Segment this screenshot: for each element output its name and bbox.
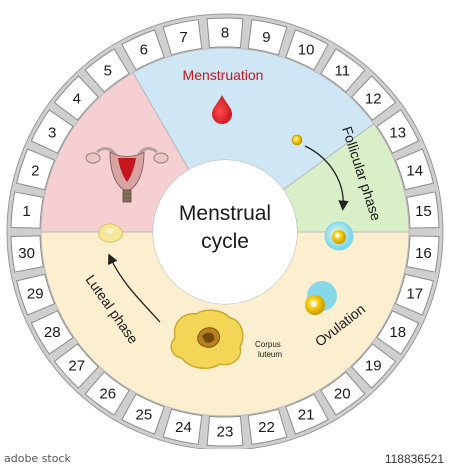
day-cell	[350, 343, 397, 389]
corpus-luteum-label-2: luteum	[258, 350, 282, 359]
day-number: 30	[18, 245, 35, 262]
day-number: 16	[415, 245, 432, 262]
day-cell	[53, 343, 100, 389]
day-cell	[406, 191, 440, 229]
day-number: 9	[262, 29, 270, 46]
day-cell	[394, 273, 434, 316]
day-cell	[376, 109, 420, 154]
egg-cell-icon	[305, 281, 337, 315]
day-cell	[320, 48, 366, 93]
day-cell	[394, 148, 434, 191]
arrow-icon	[304, 145, 349, 211]
day-number: 27	[68, 357, 85, 374]
corpus-luteum-label-1: Corpus	[255, 340, 281, 349]
day-cell	[10, 235, 44, 273]
day-cell	[16, 273, 56, 316]
day-cell	[30, 310, 74, 355]
day-cell	[406, 235, 440, 273]
day-number: 1	[22, 203, 30, 220]
day-number: 20	[334, 385, 351, 402]
day-cell	[350, 75, 397, 121]
day-number: 25	[136, 406, 153, 423]
day-cell	[247, 408, 288, 445]
day-number: 17	[406, 286, 423, 303]
day-cell	[162, 19, 203, 56]
uterus-icon	[85, 147, 169, 203]
day-number: 7	[179, 29, 187, 46]
day-number: 8	[221, 25, 229, 42]
day-number: 13	[389, 124, 406, 141]
day-cell	[285, 29, 329, 71]
watermark-id: 118836521	[384, 452, 444, 466]
title-line-2: cycle	[201, 230, 249, 253]
day-cell	[53, 75, 100, 121]
day-cell	[84, 371, 130, 416]
phase-sectors	[40, 47, 410, 417]
day-number: 22	[258, 419, 275, 436]
day-number: 3	[48, 124, 56, 141]
day-number: 4	[73, 91, 81, 108]
day-number: 11	[334, 63, 350, 80]
day-cell	[285, 393, 329, 435]
day-number: 14	[406, 162, 423, 179]
day-cell	[16, 148, 56, 191]
day-number: 2	[31, 162, 39, 179]
day-number: 28	[44, 324, 61, 341]
day-cell	[30, 109, 74, 154]
day-number: 26	[99, 385, 116, 402]
corpus-luteum-icon	[170, 309, 244, 369]
day-cell	[121, 393, 165, 435]
menstruation-label: Menstruation	[183, 67, 264, 83]
blood-drop-icon	[212, 95, 232, 124]
day-number: 6	[140, 42, 148, 59]
title-line-1: Menstrual	[179, 202, 271, 225]
day-number: 5	[104, 63, 112, 80]
day-number: 19	[365, 357, 382, 374]
ovulation-sector	[282, 123, 410, 233]
day-number: 23	[217, 424, 234, 441]
day-number: 21	[298, 406, 315, 423]
day-cell	[320, 371, 366, 416]
day-cell	[247, 19, 288, 56]
watermark-bar	[0, 449, 450, 469]
follicle-icon	[291, 134, 303, 146]
day-number: 15	[415, 203, 432, 220]
day-number: 24	[175, 419, 192, 436]
day-number: 29	[27, 286, 44, 303]
corpus-albicans-icon	[98, 223, 123, 243]
day-cell	[121, 29, 165, 71]
day-cell	[206, 17, 244, 49]
day-number: 10	[298, 42, 315, 59]
day-cell	[162, 408, 203, 445]
day-number: 12	[365, 91, 382, 108]
day-cell	[206, 415, 244, 447]
day-cell	[84, 48, 130, 93]
center-disc	[153, 160, 297, 304]
mature-follicle-icon	[324, 221, 354, 251]
arrow-icon	[108, 253, 161, 323]
watermark-left: adobe stock	[4, 452, 71, 465]
day-number: 18	[389, 324, 406, 341]
day-cell	[376, 310, 420, 355]
day-cell	[10, 191, 44, 229]
